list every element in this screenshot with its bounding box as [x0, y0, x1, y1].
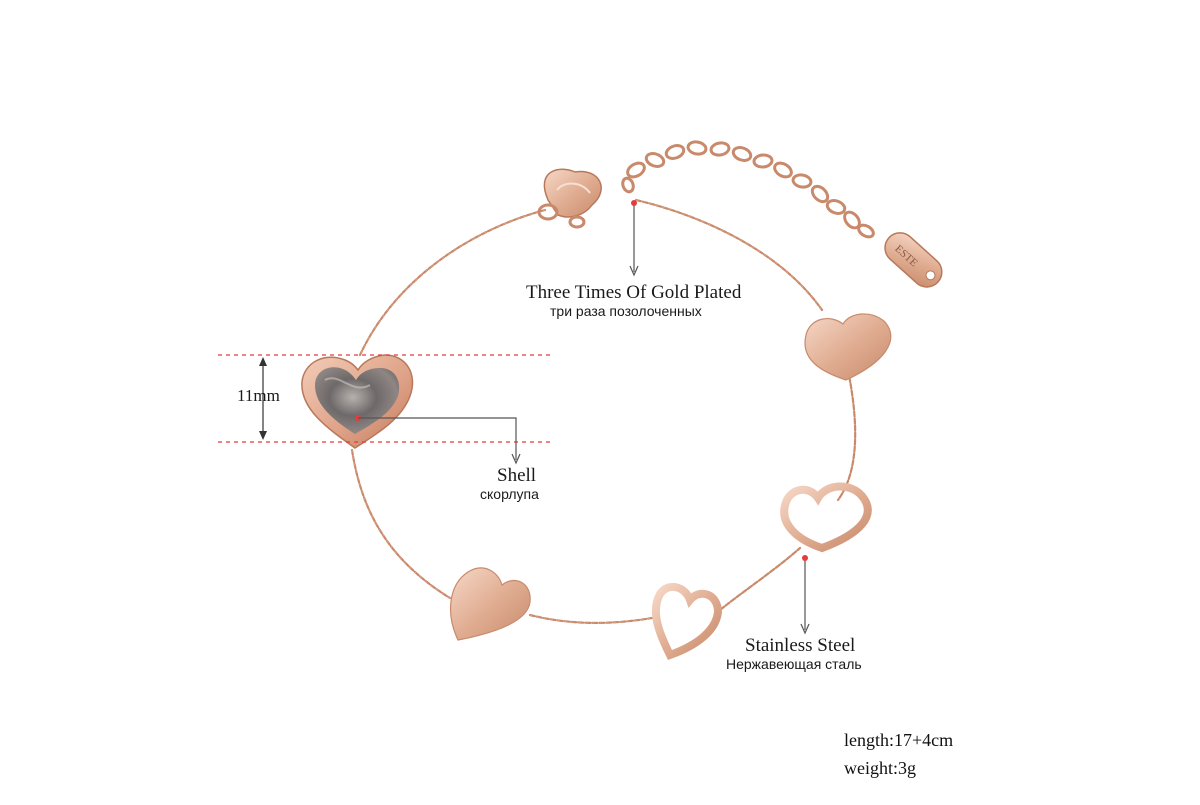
- open-heart-charm-bottom: [651, 582, 723, 660]
- lobster-clasp: [537, 168, 602, 229]
- extender-chain: [621, 140, 875, 239]
- shell-label-ru: скорлупа: [480, 486, 539, 502]
- solid-heart-charm-top: [804, 313, 892, 381]
- steel-label-ru: Нержавеющая сталь: [726, 656, 862, 672]
- weight-spec: weight:3g: [844, 758, 916, 778]
- solid-heart-charm-bottom: [449, 567, 531, 641]
- leader-shell: [358, 417, 521, 465]
- logo-tag: ESTE: [884, 232, 943, 288]
- steel-label: Stainless Steel: [745, 635, 856, 656]
- plating-label-ru: три раза позолоченных: [550, 303, 702, 319]
- length-spec: length:17+4cm: [844, 730, 954, 750]
- open-heart-charm-right: [780, 482, 872, 553]
- bracelet-chain: [350, 198, 857, 624]
- shell-heart-charm: [301, 354, 414, 449]
- dimension-label: 11mm: [237, 386, 280, 405]
- shell-label: Shell: [497, 465, 537, 486]
- dimension-arrow: [259, 357, 267, 440]
- leader-steel: [800, 558, 810, 635]
- leader-plating: [629, 203, 639, 277]
- plating-label: Three Times Of Gold Plated: [526, 282, 742, 303]
